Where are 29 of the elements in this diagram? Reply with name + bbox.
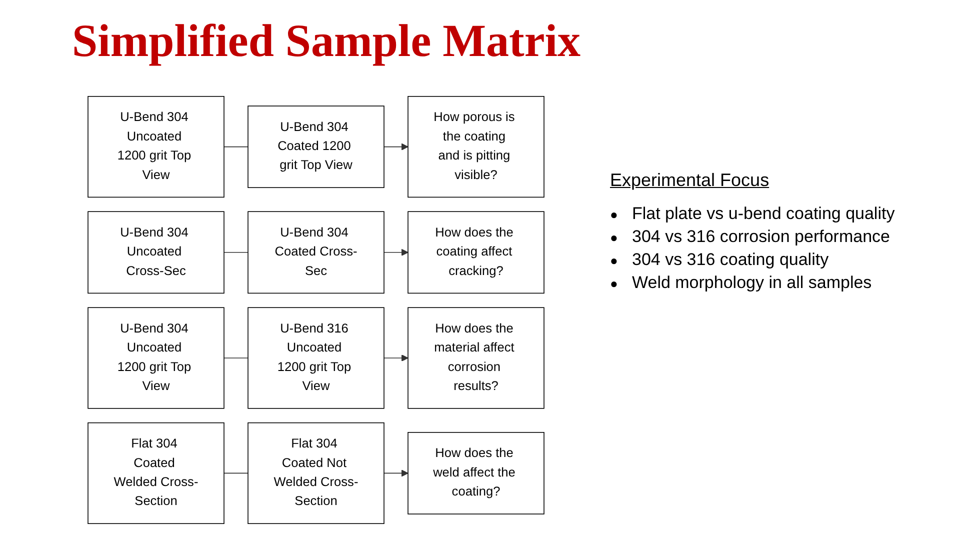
node-box: Flat 304 Coated Welded Cross-Section <box>88 422 224 524</box>
node-box: How does the material affect corrosion results? <box>408 307 544 409</box>
bullet-text: Flat plate vs u-bend coating quality <box>632 204 895 223</box>
node-box: How does the coating affect cracking? <box>408 211 544 294</box>
slide-title: Simplified Sample Matrix <box>72 14 581 67</box>
node-box: U-Bend 316 Uncoated 1200 grit Top View <box>248 307 384 409</box>
connector <box>224 472 248 474</box>
node-box: U-Bend 304 Uncoated 1200 grit Top View <box>88 307 224 409</box>
arrow <box>384 354 408 362</box>
arrow <box>384 143 408 150</box>
bullet-mark: ● <box>610 207 619 222</box>
arrow <box>384 470 408 477</box>
node-box: How porous is the coating and is pitting visible? <box>408 96 544 198</box>
connector <box>224 252 248 253</box>
node-box: Flat 304 Coated Not Welded Cross-Section <box>248 422 384 524</box>
node-box: U-Bend 304 Uncoated Cross-Sec <box>88 211 224 294</box>
node-box: How does the weld affect the coating? <box>408 432 544 514</box>
bullet-text: Weld morphology in all samples <box>632 273 872 292</box>
node-box: U-Bend 304 Coated 1200 grit Top View <box>248 106 384 188</box>
bullet-mark: ● <box>610 253 619 268</box>
focus-heading: Experimental Focus <box>610 170 770 191</box>
connector <box>224 146 248 148</box>
bullet-text: 304 vs 316 corrosion performance <box>632 227 890 246</box>
node-box: U-Bend 304 Coated Cross-Sec <box>248 211 384 294</box>
bullet-text: 304 vs 316 coating quality <box>632 250 829 269</box>
arrow <box>384 248 408 256</box>
node-box: U-Bend 304 Uncoated 1200 grit Top View <box>88 96 224 198</box>
bullet-mark: ● <box>610 276 619 292</box>
bullet-mark: ● <box>610 230 619 246</box>
